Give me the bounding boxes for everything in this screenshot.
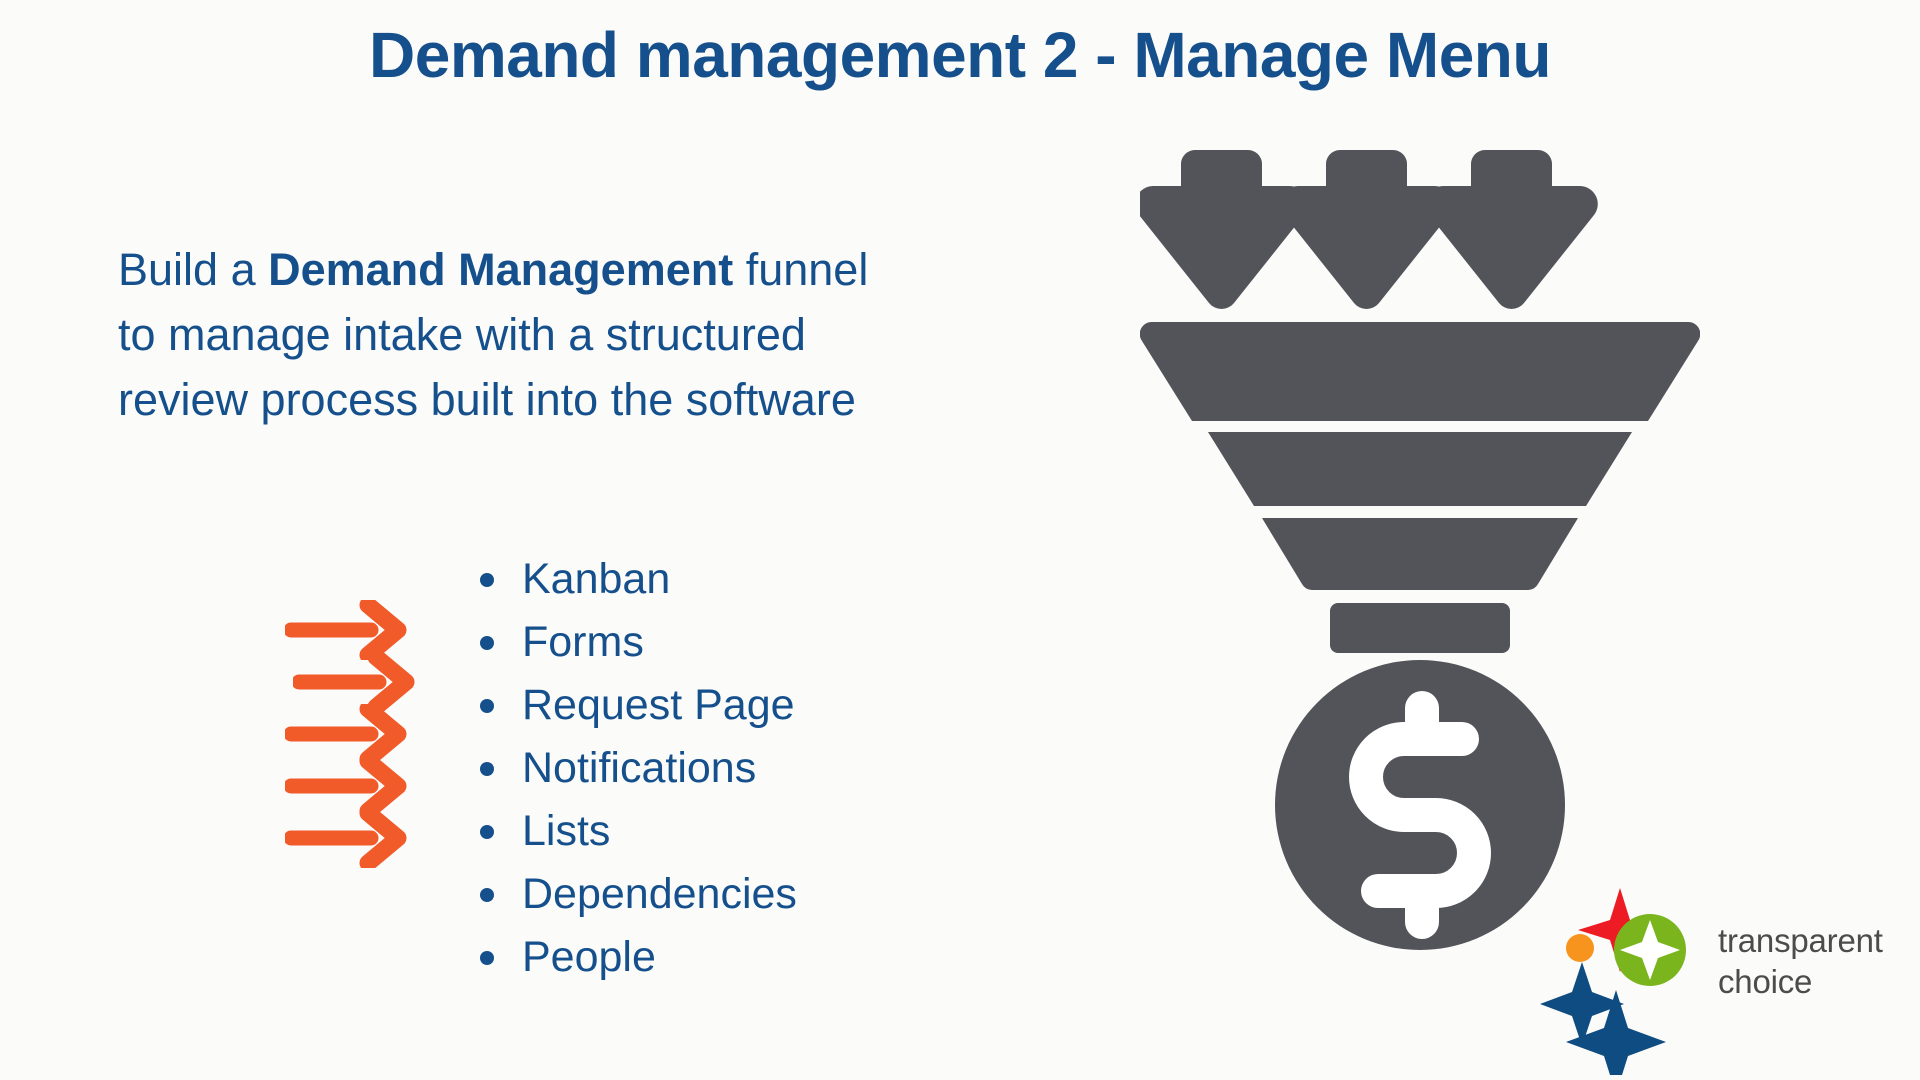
list-item-label: Kanban (522, 555, 671, 603)
list-item-label: People (522, 933, 656, 981)
list-item[interactable]: People (480, 926, 797, 989)
body-text-after: funnel to manage intake with a structure… (118, 244, 869, 425)
funnel-segment-3 (1262, 518, 1578, 590)
dot-orange-icon (1566, 934, 1594, 962)
star-white-icon (1620, 920, 1680, 980)
funnel-outlet (1330, 603, 1510, 653)
list-item-label: Lists (522, 807, 611, 855)
logo-line-2: choice (1718, 963, 1813, 1000)
list-item-label: Request Page (522, 681, 795, 729)
right-arrow-icon (285, 808, 410, 868)
star-blue-upper-icon (1540, 962, 1624, 1046)
inbound-arrow-2 (1280, 150, 1453, 310)
logo-wordmark: transparent choice (1718, 920, 1883, 1002)
inbound-arrow-3 (1425, 150, 1598, 310)
bullet-dot-icon (480, 635, 494, 650)
bullet-dot-icon (480, 761, 494, 776)
list-item[interactable]: Forms (480, 611, 797, 674)
body-text-bold: Demand Management (268, 244, 734, 295)
right-arrow-icon (285, 600, 410, 660)
brand-logo: transparent choice (1540, 880, 1910, 1075)
inbound-arrow-1 (1140, 150, 1308, 309)
body-text-before: Build a (118, 244, 269, 295)
list-item[interactable]: Dependencies (480, 863, 797, 926)
list-item-label: Dependencies (522, 870, 797, 918)
list-item[interactable]: Notifications (480, 737, 797, 800)
logo-line-1: transparent (1718, 922, 1883, 959)
list-item[interactable]: Lists (480, 800, 797, 863)
list-item[interactable]: Kanban (480, 548, 797, 611)
bullet-dot-icon (480, 887, 494, 902)
funnel-segment-1 (1140, 321, 1700, 421)
body-paragraph: Build a Demand Management funnel to mana… (118, 237, 878, 432)
star-red-icon (1578, 888, 1662, 972)
bullet-dot-icon (480, 950, 494, 965)
right-arrow-icon (293, 652, 418, 712)
bullet-dot-icon (480, 698, 494, 713)
list-item-label: Notifications (522, 744, 757, 792)
right-arrow-icon (285, 704, 410, 764)
funnel-segment-2 (1208, 432, 1632, 506)
list-item-label: Forms (522, 618, 644, 666)
bullet-dot-icon (480, 824, 494, 839)
arrow-stack (285, 600, 515, 900)
page-title: Demand management 2 - Manage Menu (369, 19, 1551, 91)
list-item[interactable]: Request Page (480, 674, 797, 737)
star-blue-lower-icon (1566, 990, 1666, 1075)
bullet-dot-icon (480, 572, 494, 587)
feature-list: Kanban Forms Request Page Notifications … (480, 548, 797, 989)
right-arrow-icon (285, 756, 410, 816)
dollar-sign-icon (1349, 691, 1491, 939)
demand-funnel-icon (1140, 130, 1700, 950)
